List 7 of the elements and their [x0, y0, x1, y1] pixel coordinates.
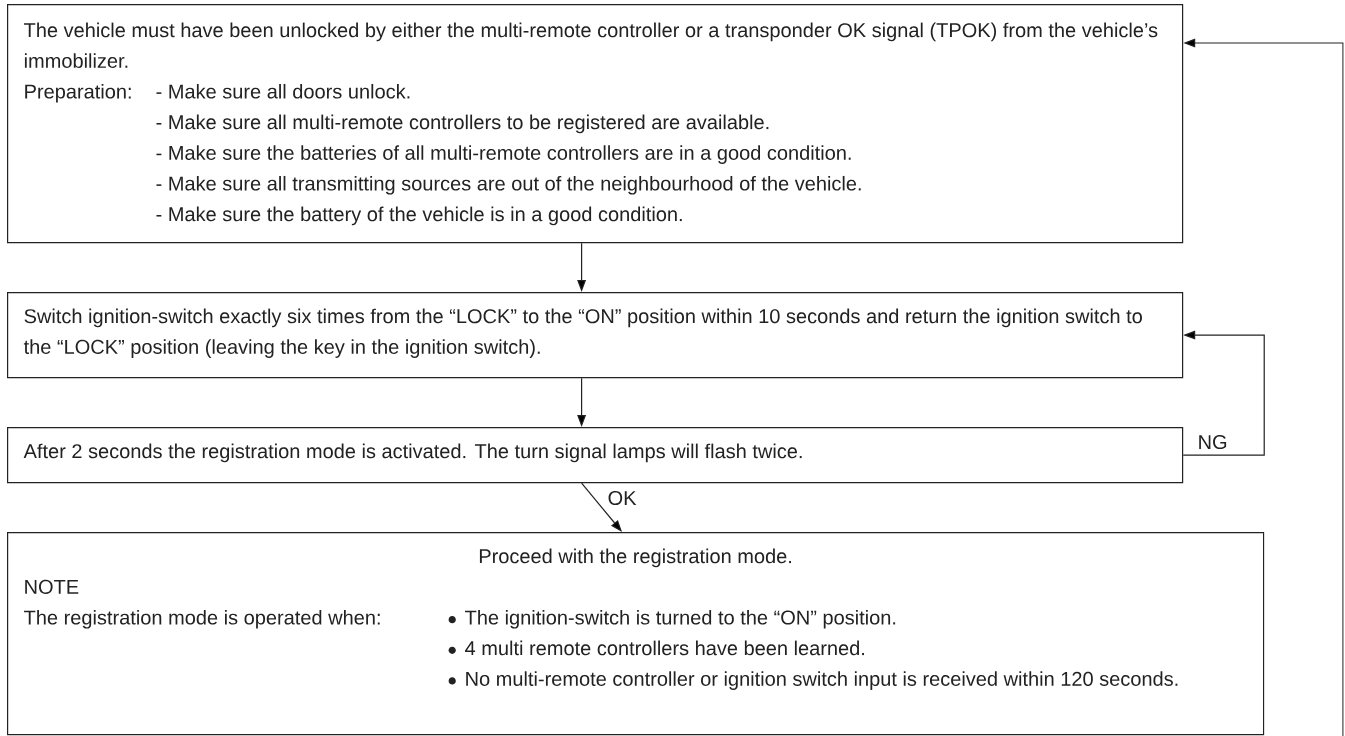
process-box: The vehicle must have been unlocked by either the multi-remote controller or a transponder OK signal (TPOK) from the vehicle’s immobilizer. Preparation: - Make sure all doors unlock. - Make sure all multi-remote controllers to be registered are available. - Make sure the batteries of all multi-remote controllers are in a good condition. - Make sure all transmitting sources are out of the neighbourhood of the vehicle. - Make sure the battery of the vehicle is in a good condition.: [7, 4, 1184, 244]
arrow: [1182, 330, 1265, 456]
process-box: Proceed with the registration mode. NOTE The registration mode is operated when: The ignition-switch is turned to the “ON” position. 4 multi remote controllers have been learned. No multi-remote controller or ignition switch input is received within 120 seconds.: [7, 532, 1265, 736]
process-box: After 2 seconds the registration mode is activated. The turn signal lamps will flash twice.: [7, 427, 1184, 484]
edge-label: NG: [1196, 433, 1229, 451]
edge-label: OK: [606, 489, 638, 507]
process-box: Switch ignition-switch exactly six times from the “LOCK” to the “ON” position within 10 seconds and return the ignition switch to the “LOCK” position (leaving the key in the ignition switch).: [7, 292, 1184, 379]
